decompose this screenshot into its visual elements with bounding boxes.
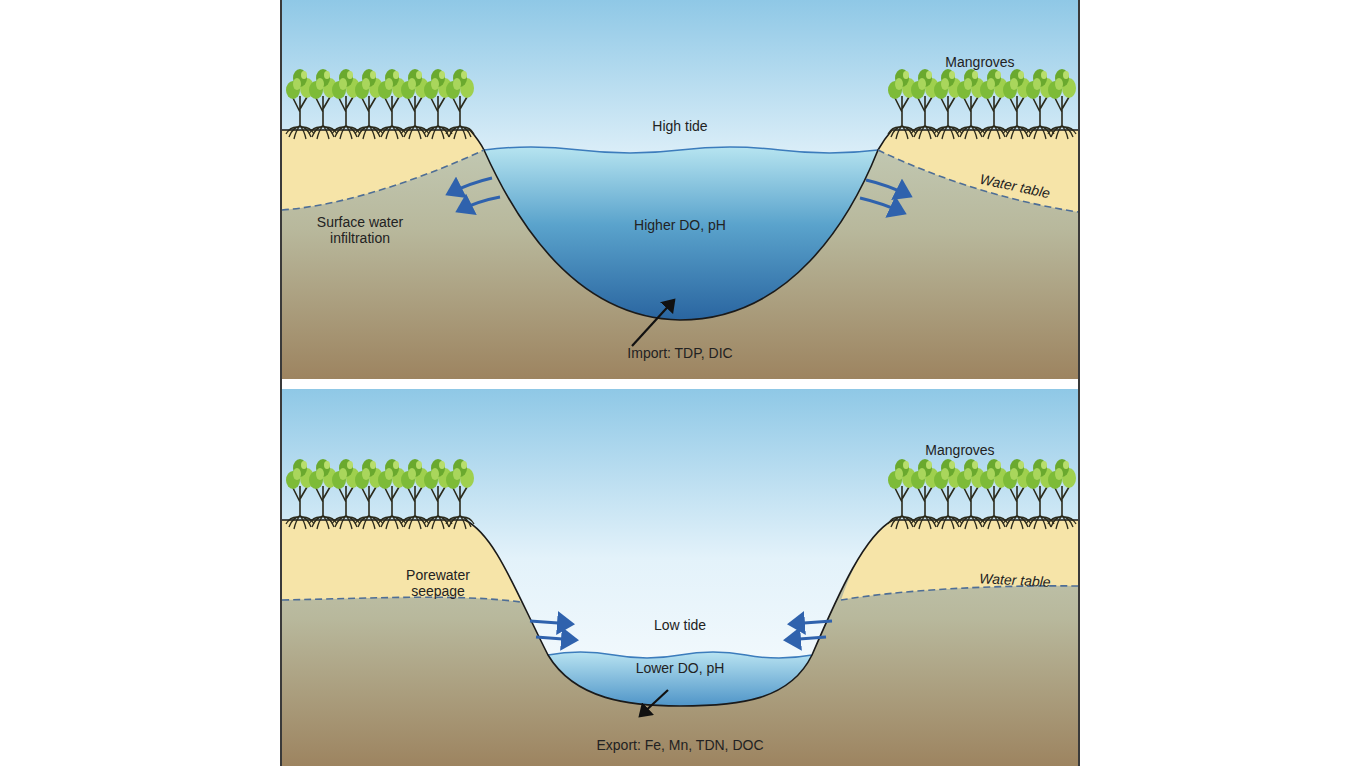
water-surface [548, 652, 812, 658]
process-label: Surface water infiltration [305, 214, 415, 246]
sediment [282, 520, 1078, 766]
frame-line [1078, 0, 1080, 766]
high-tide-panel [282, 0, 1078, 379]
sand-layer [841, 520, 1078, 600]
low-tide-panel [282, 389, 1078, 766]
flux-label: Import: TDP, DIC [627, 345, 732, 361]
water-surface [484, 147, 878, 153]
mangrove-trees [286, 69, 1076, 139]
import-arrow [632, 300, 674, 346]
water-property-label: Higher DO, pH [634, 217, 726, 233]
water-table-line [282, 150, 1078, 212]
water-property-label: Lower DO, pH [636, 660, 725, 676]
panel-gap [282, 379, 1078, 389]
creek-water [484, 147, 878, 320]
tide-label: High tide [652, 118, 707, 134]
creek-water [548, 652, 812, 706]
plant-label: Mangroves [925, 442, 994, 458]
flux-label: Export: Fe, Mn, TDN, DOC [597, 737, 764, 753]
mangrove-trees [286, 459, 1076, 529]
tide-label: Low tide [654, 617, 706, 633]
frame-line [280, 0, 282, 766]
plant-label: Mangroves [945, 54, 1014, 70]
infiltration-arrows [448, 178, 910, 213]
sky [282, 0, 1078, 379]
sand-layer [282, 130, 484, 210]
export-arrow [640, 690, 668, 716]
ground-outline [282, 130, 1078, 320]
sand-layer [282, 520, 521, 602]
sediment [282, 130, 1078, 379]
sand-layer [878, 130, 1078, 212]
process-label: Porewater seepage [398, 567, 478, 599]
water-table-line [282, 586, 1078, 602]
ground-outline [282, 520, 1078, 706]
sky [282, 389, 1078, 766]
